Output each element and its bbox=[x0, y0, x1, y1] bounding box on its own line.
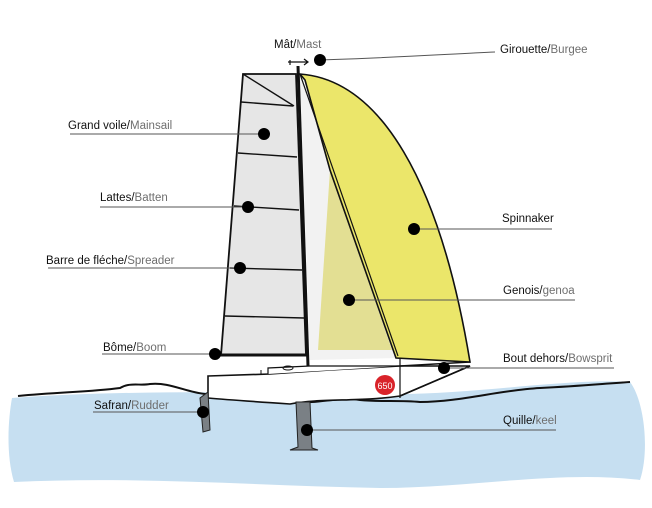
label-bowsprit: Bout dehors/Bowsprit bbox=[503, 353, 613, 366]
label-boom-fr: Bôme/ bbox=[103, 342, 137, 354]
label-batten-en: Batten bbox=[134, 192, 168, 204]
label-mainsail: Grand voile/Mainsail bbox=[68, 120, 173, 133]
label-boom: Bôme/Boom bbox=[103, 342, 167, 355]
marker-spinnaker[interactable] bbox=[408, 223, 420, 235]
label-keel-fr: Quille/ bbox=[503, 415, 536, 427]
label-bowsprit-en: Bowsprit bbox=[568, 353, 613, 365]
label-rudder: Safran/Rudder bbox=[94, 400, 169, 413]
label-spinnaker: Spinnaker bbox=[502, 213, 554, 226]
marker-rudder[interactable] bbox=[197, 406, 209, 418]
burgee-vane bbox=[288, 58, 309, 66]
label-burgee-fr: Girouette/ bbox=[500, 44, 551, 56]
marker-spreader[interactable] bbox=[234, 262, 246, 274]
marker-mainsail[interactable] bbox=[258, 128, 270, 140]
label-keel-en: keel bbox=[535, 415, 557, 427]
label-genoa-en: genoa bbox=[542, 285, 575, 297]
genoa bbox=[318, 170, 392, 350]
label-mast-en: Mast bbox=[296, 39, 322, 51]
label-mainsail-en: Mainsail bbox=[130, 120, 173, 132]
hull-badge bbox=[375, 375, 395, 395]
label-keel: Quille/keel bbox=[503, 415, 557, 428]
marker-bowsprit[interactable] bbox=[438, 362, 450, 374]
label-mast-fr: Mât/ bbox=[274, 39, 297, 51]
hull-badge-text: 650 bbox=[377, 381, 392, 391]
mainsail bbox=[220, 73, 307, 356]
label-batten: Lattes/Batten bbox=[100, 192, 168, 205]
label-burgee-en: Burgee bbox=[550, 44, 588, 56]
label-spinnaker-fr: Spinnaker bbox=[502, 213, 554, 225]
label-boom-en: Boom bbox=[136, 342, 167, 354]
marker-boom[interactable] bbox=[209, 348, 221, 360]
label-batten-fr: Lattes/ bbox=[100, 192, 135, 204]
label-burgee: Girouette/Burgee bbox=[500, 44, 588, 57]
forestay bbox=[299, 73, 399, 357]
label-genoa: Genois/genoa bbox=[503, 285, 575, 298]
label-bowsprit-fr: Bout dehors/ bbox=[503, 353, 569, 365]
label-mainsail-fr: Grand voile/ bbox=[68, 120, 131, 132]
label-spreader: Barre de fléche/Spreader bbox=[46, 255, 175, 268]
marker-batten[interactable] bbox=[242, 201, 254, 213]
hull-deck bbox=[267, 365, 400, 374]
label-genoa-fr: Genois/ bbox=[503, 285, 543, 297]
spinnaker bbox=[298, 73, 471, 363]
label-spreader-fr: Barre de fléche/ bbox=[46, 255, 128, 267]
bowsprit bbox=[399, 361, 471, 397]
label-mast: Mât/Mast bbox=[274, 39, 322, 52]
marker-genoa[interactable] bbox=[343, 294, 355, 306]
leader-burgee bbox=[319, 51, 496, 61]
marker-keel[interactable] bbox=[301, 424, 313, 436]
mast bbox=[296, 65, 310, 367]
label-spreader-en: Spreader bbox=[127, 255, 175, 267]
marker-burgee[interactable] bbox=[314, 54, 326, 66]
label-rudder-en: Rudder bbox=[131, 400, 169, 412]
label-rudder-fr: Safran/ bbox=[94, 400, 132, 412]
water bbox=[8, 381, 645, 488]
